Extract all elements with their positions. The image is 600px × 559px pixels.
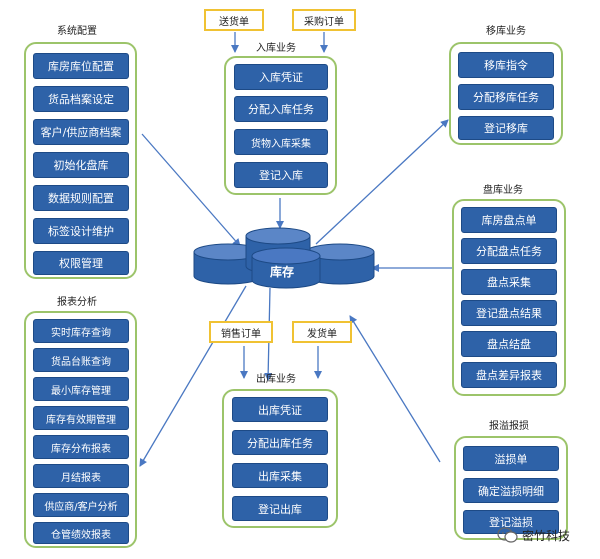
system-config-title: 系统配置 [57, 26, 97, 37]
system-config-item[interactable]: 货品档案设定 [33, 86, 129, 112]
transfer-item[interactable]: 分配移库任务 [458, 84, 554, 110]
report-item[interactable]: 仓管绩效报表 [33, 522, 129, 544]
damage-title: 报溢报损 [489, 421, 529, 432]
transfer-group: 移库指令 分配移库任务 登记移库 [449, 42, 563, 145]
outbound-item[interactable]: 出库采集 [232, 463, 328, 488]
stocktake-group: 库房盘点单 分配盘点任务 盘点采集 登记盘点结果 盘点结盘 盘点差异报表 [452, 199, 566, 396]
report-item[interactable]: 最小库存管理 [33, 377, 129, 401]
outbound-item[interactable]: 分配出库任务 [232, 430, 328, 455]
inbound-group: 入库凭证 分配入库任务 货物入库采集 登记入库 [224, 56, 337, 195]
system-config-item[interactable]: 标签设计维护 [33, 218, 129, 244]
report-analysis-title: 报表分析 [57, 297, 97, 308]
sales-order-doc: 销售订单 [209, 321, 273, 343]
inbound-item[interactable]: 入库凭证 [234, 64, 328, 90]
report-item[interactable]: 货品台账查询 [33, 348, 129, 372]
stocktake-item[interactable]: 库房盘点单 [461, 207, 557, 233]
report-item[interactable]: 实时库存查询 [33, 319, 129, 343]
stock-database-icon [193, 227, 375, 289]
report-item[interactable]: 供应商/客户分析 [33, 493, 129, 517]
wechat-icon [497, 527, 518, 543]
inbound-item[interactable]: 分配入库任务 [234, 96, 328, 122]
transfer-title: 移库业务 [486, 26, 526, 37]
stocktake-title: 盘库业务 [483, 185, 523, 196]
inbound-item[interactable]: 货物入库采集 [234, 129, 328, 155]
arrow-damage-to-stock [349, 315, 441, 463]
system-config-group: 库房库位配置 货品档案设定 客户/供应商档案 初始化盘库 数据规则配置 标签设计… [24, 42, 137, 279]
system-config-item[interactable]: 初始化盘库 [33, 152, 129, 178]
inbound-item[interactable]: 登记入库 [234, 162, 328, 188]
delivery-note-doc: 送货单 [204, 9, 264, 31]
system-config-item[interactable]: 数据规则配置 [33, 185, 129, 211]
stocktake-item[interactable]: 盘点结盘 [461, 331, 557, 357]
stocktake-item[interactable]: 登记盘点结果 [461, 300, 557, 326]
arrow-stock-to-report [139, 285, 247, 467]
stock-label: 库存 [270, 265, 295, 279]
shipping-note-doc: 发货单 [292, 321, 352, 343]
outbound-item[interactable]: 出库凭证 [232, 397, 328, 422]
system-config-item[interactable]: 库房库位配置 [33, 53, 129, 79]
stocktake-item[interactable]: 分配盘点任务 [461, 238, 557, 264]
inbound-title: 入库业务 [256, 43, 296, 54]
damage-item[interactable]: 溢损单 [463, 446, 559, 471]
arrow-stock-to-transfer [315, 119, 449, 245]
watermark-text: 密竹科技 [522, 529, 571, 543]
outbound-title: 出库业务 [256, 374, 296, 385]
arrow-system-to-stock [141, 133, 241, 247]
stocktake-item[interactable]: 盘点采集 [461, 269, 557, 295]
report-item[interactable]: 月结报表 [33, 464, 129, 488]
outbound-group: 出库凭证 分配出库任务 出库采集 登记出库 [222, 389, 338, 528]
transfer-item[interactable]: 移库指令 [458, 52, 554, 78]
damage-item[interactable]: 确定溢损明细 [463, 478, 559, 503]
outbound-item[interactable]: 登记出库 [232, 496, 328, 521]
transfer-item[interactable]: 登记移库 [458, 116, 554, 140]
stocktake-item[interactable]: 盘点差异报表 [461, 362, 557, 388]
system-config-item[interactable]: 权限管理 [33, 251, 129, 275]
system-config-item[interactable]: 客户/供应商档案 [33, 119, 129, 145]
report-analysis-group: 实时库存查询 货品台账查询 最小库存管理 库存有效期管理 库存分布报表 月结报表… [24, 311, 137, 548]
report-item[interactable]: 库存分布报表 [33, 435, 129, 459]
report-item[interactable]: 库存有效期管理 [33, 406, 129, 430]
damage-group: 溢损单 确定溢损明细 登记溢损 [454, 436, 568, 540]
purchase-order-doc: 采购订单 [292, 9, 356, 31]
